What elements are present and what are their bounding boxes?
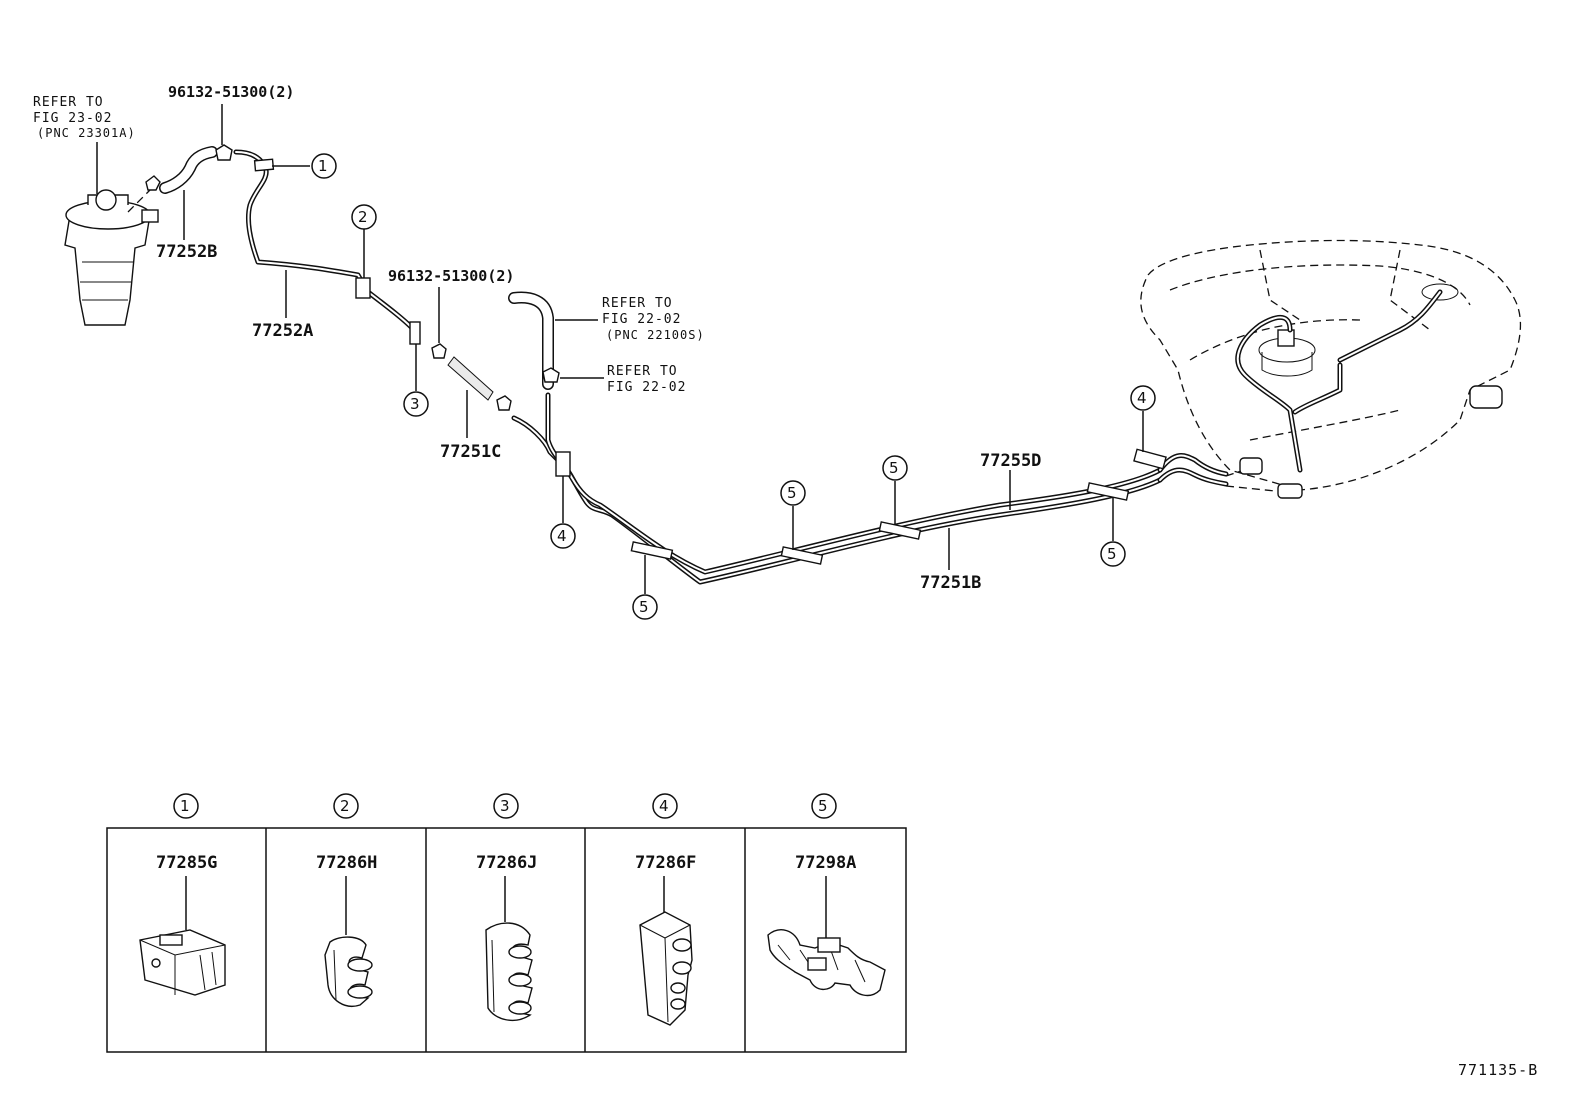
legend-num-3: 3 — [500, 797, 510, 815]
legend-num-2: 2 — [340, 797, 350, 815]
label-77251C: 77251C — [440, 442, 501, 462]
callout-1-circle — [311, 153, 337, 179]
callout-4a-circle — [550, 523, 576, 549]
clamp-5-a[interactable] — [630, 541, 674, 560]
callout-5c: 5 — [889, 459, 899, 477]
hose-77251C[interactable] — [447, 356, 494, 401]
hose-clip-a[interactable] — [145, 175, 161, 191]
legend-num-1: 1 — [180, 797, 190, 815]
clamp-2[interactable] — [355, 277, 371, 299]
callout-5c-circle — [882, 455, 908, 481]
callout-5a: 5 — [639, 598, 649, 616]
legend-part-4: 77286F — [635, 853, 696, 873]
legend-num-5: 5 — [818, 797, 828, 815]
clamp-77286J-drawing[interactable] — [485, 876, 533, 1022]
callout-3-circle — [403, 391, 429, 417]
note-refer-fig22-a-line3: (PNC 22100S) — [606, 328, 705, 342]
hose-clip-96132-top[interactable] — [215, 144, 233, 161]
figure-id: 771135-B — [1458, 1061, 1538, 1079]
clamp-4-a[interactable] — [555, 451, 571, 477]
label-77252A: 77252A — [252, 321, 313, 341]
callout-2: 2 — [358, 208, 368, 226]
legend-part-2: 77286H — [316, 853, 377, 873]
hose-clip-c[interactable] — [542, 367, 560, 383]
clamp-5-d[interactable] — [1086, 482, 1130, 501]
callout-1: 1 — [318, 157, 328, 175]
legend-part-5: 77298A — [795, 853, 856, 873]
clamp-77286F-drawing[interactable] — [639, 876, 693, 1026]
hose-clip-b[interactable] — [496, 395, 512, 411]
legend-num-4: 4 — [659, 797, 669, 815]
note-refer-fig23-line3: (PNC 23301A) — [37, 126, 136, 140]
note-refer-fig22-b-line1: REFER TO — [607, 364, 678, 379]
callout-5b: 5 — [787, 484, 797, 502]
label-77251B: 77251B — [920, 573, 981, 593]
callout-5d: 5 — [1107, 545, 1117, 563]
clamp-77298A-drawing[interactable] — [767, 876, 886, 997]
callout-4b-circle — [1130, 385, 1156, 411]
note-refer-fig23-line2: FIG 23-02 — [33, 111, 112, 126]
note-refer-fig22-b-line2: FIG 22-02 — [607, 380, 686, 395]
hose-clip-96132-mid[interactable] — [431, 343, 447, 359]
note-refer-fig22-a-line2: FIG 22-02 — [602, 312, 681, 327]
clamp-77286H-drawing[interactable] — [324, 876, 373, 1007]
callout-5a-circle — [632, 594, 658, 620]
callout-4a: 4 — [557, 527, 567, 545]
clamp-3[interactable] — [409, 321, 421, 345]
legend-part-1: 77285G — [156, 853, 217, 873]
pipe-77255D[interactable] — [545, 392, 1163, 575]
label-96132-51300-mid: 96132-51300(2) — [388, 267, 514, 285]
note-refer-fig22-a-line1: REFER TO — [602, 296, 673, 311]
callout-5b-circle — [780, 480, 806, 506]
fuel-tank — [1140, 239, 1522, 499]
note-refer-fig23-line1: REFER TO — [33, 95, 104, 110]
callout-5d-circle — [1100, 541, 1126, 567]
callout-3: 3 — [410, 395, 420, 413]
clamp-legend: 1 2 3 4 5 77285G 77286H 77286J 77286F 77… — [106, 793, 907, 1053]
label-77255D: 77255D — [980, 451, 1041, 471]
pipe-77251B[interactable] — [511, 415, 1163, 585]
clamp-4-b[interactable] — [1133, 448, 1167, 470]
clamp-5-c[interactable] — [878, 521, 922, 540]
label-96132-51300-top: 96132-51300(2) — [168, 83, 294, 101]
label-77252B: 77252B — [156, 242, 217, 262]
clamp-1[interactable] — [253, 158, 275, 172]
clamp-5-b[interactable] — [780, 546, 824, 565]
clamp-77285G-drawing[interactable] — [139, 876, 226, 996]
legend-part-3: 77286J — [476, 853, 537, 873]
callout-4b: 4 — [1137, 389, 1147, 407]
fuel-filter[interactable] — [64, 189, 159, 326]
